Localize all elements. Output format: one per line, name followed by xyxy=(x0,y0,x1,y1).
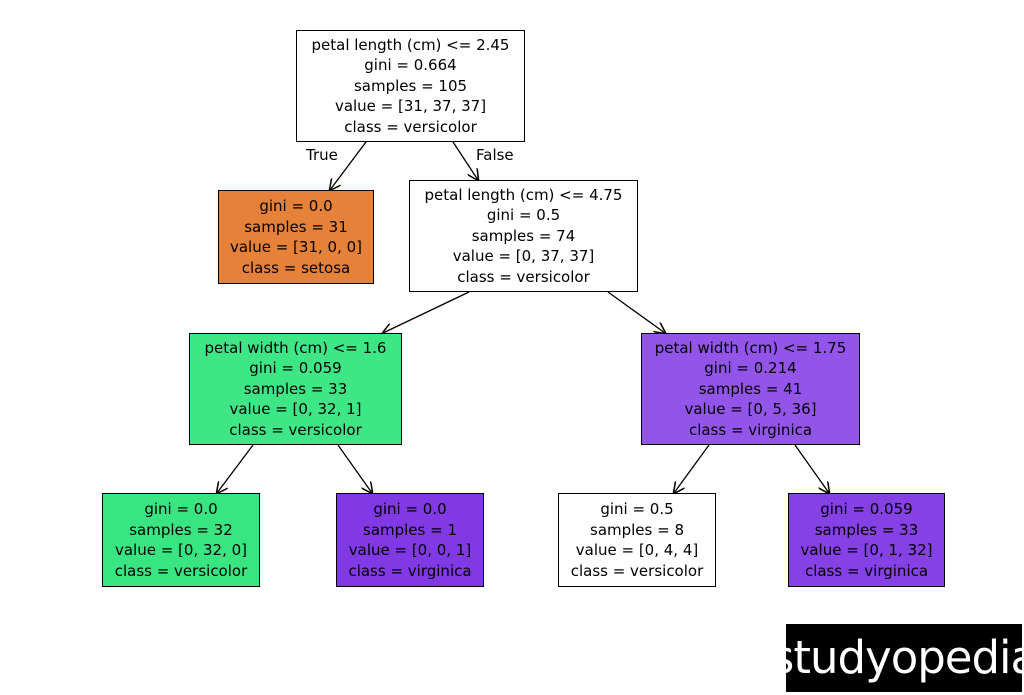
node-line: samples = 33 xyxy=(243,379,348,398)
node-line: value = [31, 37, 37] xyxy=(334,97,487,116)
node-line: samples = 33 xyxy=(814,520,919,539)
node-line: petal width (cm) <= 1.6 xyxy=(204,338,387,357)
node-line: value = [31, 0, 0] xyxy=(229,238,363,256)
tree-node-virginica-leaf-1: gini = 0.0 samples = 1 value = [0, 0, 1] cl… xyxy=(336,493,484,587)
node-line: gini = 0.0 xyxy=(144,500,218,518)
node-line: petal length (cm) <= 2.45 xyxy=(311,35,510,54)
node-line: class = virginica xyxy=(688,420,813,439)
node-line: class = versicolor xyxy=(344,117,477,136)
edge-split-petal-width-1-75-to-virginica-leaf-33 xyxy=(794,444,829,493)
tree-node-versicolor-leaf-8: gini = 0.5 samples = 8 value = [0, 4, 4] cl… xyxy=(558,493,716,587)
edge-split-petal-width-1-6-to-virginica-leaf-1 xyxy=(337,444,372,493)
tree-node-setosa-leaf: gini = 0.0 samples = 31 value = [31, 0, 0]… xyxy=(218,190,374,284)
node-line: class = versicolor xyxy=(229,420,362,439)
node-line: samples = 74 xyxy=(471,226,576,245)
node-line: gini = 0.214 xyxy=(704,359,797,378)
node-line: value = [0, 4, 4] xyxy=(575,541,699,559)
node-line: gini = 0.0 xyxy=(373,500,447,518)
edge-root-to-split-petal-length-4-75 xyxy=(452,141,478,180)
node-line: value = [0, 32, 1] xyxy=(229,400,362,419)
node-line: samples = 32 xyxy=(129,520,233,539)
node-line: value = [0, 1, 32] xyxy=(800,541,933,559)
node-line: samples = 8 xyxy=(590,520,684,539)
edge-label-false: False xyxy=(476,146,514,164)
edge-split-petal-length-4-75-to-split-petal-width-1-6 xyxy=(383,291,470,333)
node-line: gini = 0.059 xyxy=(820,500,913,518)
watermark-text: studyopedia xyxy=(770,631,1024,684)
node-line: value = [0, 32, 0] xyxy=(114,541,248,559)
studyopedia-watermark: studyopedia xyxy=(771,624,1024,692)
node-line: class = virginica xyxy=(804,561,929,580)
node-line: samples = 31 xyxy=(244,217,348,236)
node-line: samples = 1 xyxy=(363,520,457,539)
edge-split-petal-width-1-6-to-versicolor-leaf-32 xyxy=(217,444,254,493)
node-line: class = virginica xyxy=(348,561,472,580)
node-line: samples = 41 xyxy=(698,379,803,398)
node-line: gini = 0.5 xyxy=(486,206,561,225)
tree-node-versicolor-leaf-32: gini = 0.0 samples = 32 value = [0, 32, 0]… xyxy=(102,493,260,587)
node-line: value = [0, 0, 1] xyxy=(348,541,472,559)
tree-node-virginica-leaf-33: gini = 0.059 samples = 33 value = [0, 1, 3… xyxy=(788,493,945,587)
node-line: class = versicolor xyxy=(457,267,590,286)
node-line: petal length (cm) <= 4.75 xyxy=(424,185,623,204)
edge-label-true: True xyxy=(306,146,338,164)
node-line: class = versicolor xyxy=(114,561,248,580)
node-line: gini = 0.5 xyxy=(600,500,674,518)
node-line: gini = 0.0 xyxy=(259,197,333,215)
node-line: gini = 0.664 xyxy=(364,56,457,75)
edge-split-petal-width-1-75-to-versicolor-leaf-8 xyxy=(674,444,710,493)
node-line: samples = 105 xyxy=(353,76,468,95)
node-line: value = [0, 5, 36] xyxy=(684,400,817,419)
node-line: class = versicolor xyxy=(570,561,704,580)
node-line: petal width (cm) <= 1.75 xyxy=(654,338,847,357)
edge-root-to-setosa-leaf xyxy=(330,141,367,190)
node-line: class = setosa xyxy=(241,258,351,277)
edge-split-petal-length-4-75-to-split-petal-width-1-75 xyxy=(607,291,665,333)
node-line: value = [0, 37, 37] xyxy=(452,247,595,266)
node-line: gini = 0.059 xyxy=(249,359,342,378)
